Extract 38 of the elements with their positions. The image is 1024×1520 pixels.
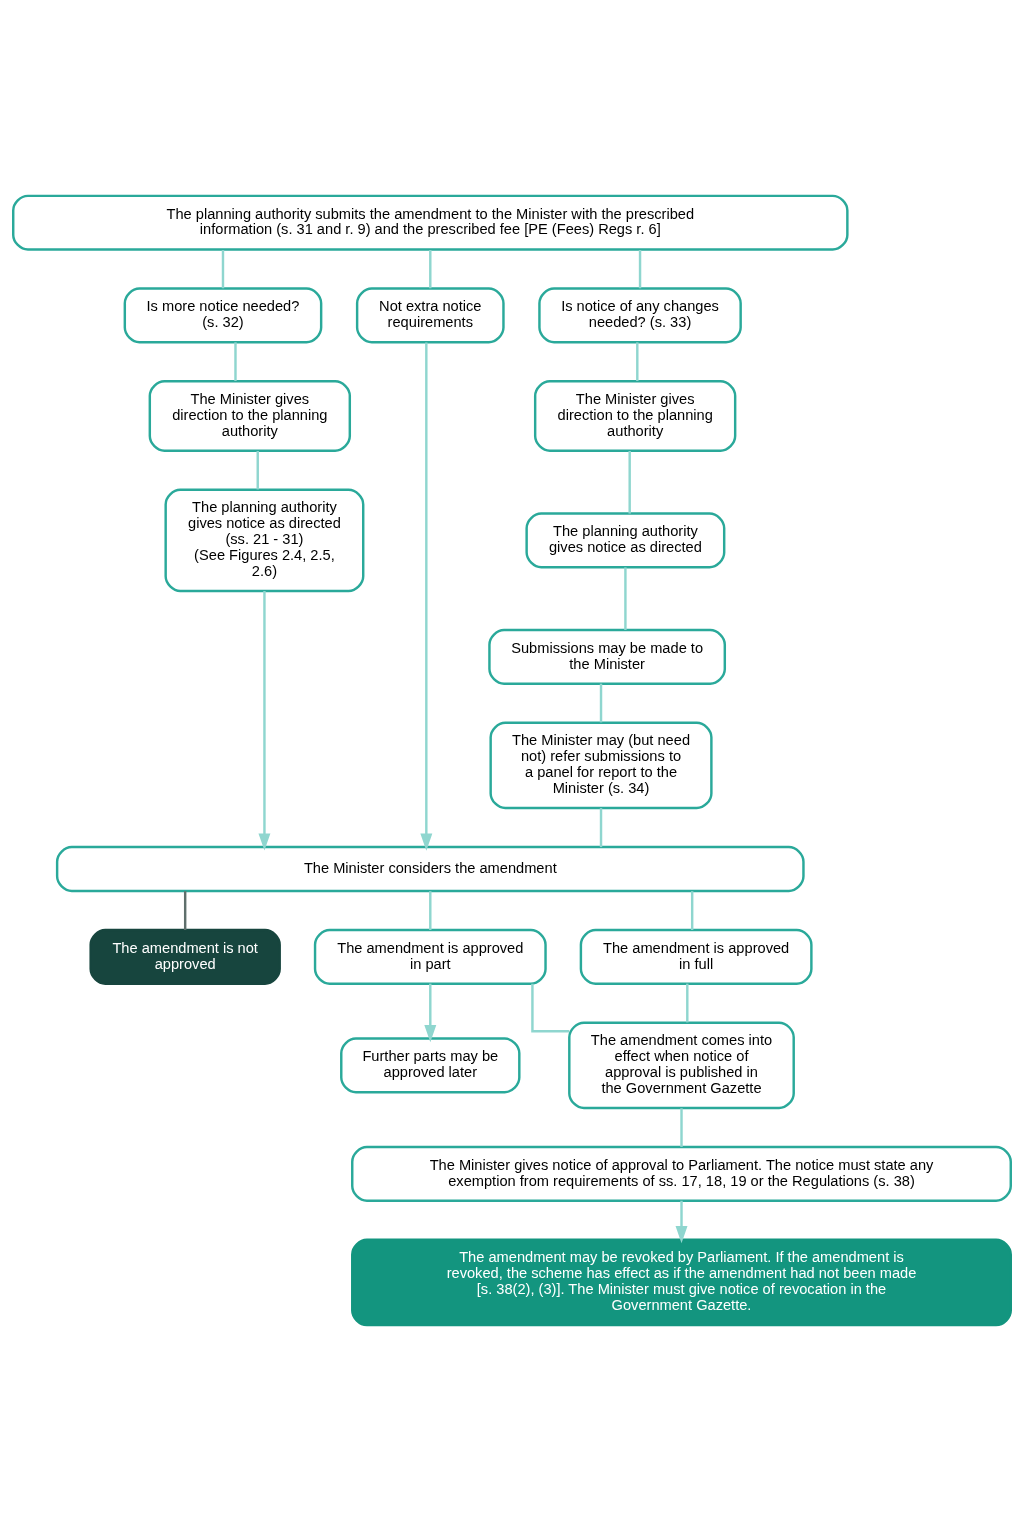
node-box: The amendment is not approved xyxy=(89,928,281,985)
node-box: The amendment is approved in full xyxy=(579,928,813,985)
connector xyxy=(599,683,603,722)
connector xyxy=(599,807,603,847)
node-box: The amendment may be revoked by Parliament. If the amendment is revoked, the scheme has effect as if the amendment had not been made [s. 38(2), (3)]. The Minister must give notice of revocation in the Government Gazette. xyxy=(351,1238,1012,1326)
connector xyxy=(256,450,259,489)
node-box: The Minister gives direction to the planning authority xyxy=(148,379,352,452)
connector xyxy=(680,1107,683,1147)
arrow xyxy=(675,1200,688,1243)
connector xyxy=(429,249,432,288)
node-box: The Minister gives notice of approval to Parliament. The notice must state any exemption from requirements of ss. 17, 18, 19 or the Regulations (s. 38) xyxy=(351,1145,1012,1202)
node-box: Submissions may be made to the Minister xyxy=(488,628,726,685)
connector xyxy=(429,890,432,930)
connector xyxy=(686,983,689,1022)
node-box: The amendment comes into effect when notice of approval is published in the Government Gazette xyxy=(568,1020,795,1109)
node-box: The Minister may (but need not) refer submissions to a panel for report to the Minister (s. 34) xyxy=(489,721,713,809)
node-box: The planning authority gives notice as directed xyxy=(525,511,726,568)
node-box: Further parts may be approved later xyxy=(340,1036,521,1093)
connector xyxy=(636,341,639,381)
connector xyxy=(628,450,631,514)
connector xyxy=(638,249,642,288)
node-box: The planning authority gives notice as directed (ss. 21 - 31) (See Figures 2.4, 2.5, 2.6) xyxy=(164,488,365,592)
connector xyxy=(531,983,570,1032)
arrow xyxy=(420,341,433,851)
node-box: Is notice of any changes needed? (s. 33) xyxy=(538,286,742,343)
node-box: The Minister gives direction to the planning authority xyxy=(533,379,737,452)
arrow xyxy=(424,983,437,1042)
connector xyxy=(690,890,694,930)
node-box: The planning authority submits the amendment to the Minister with the prescribed information (s. 31 and r. 9) and the prescribed fee [PE (Fees) Regs r. 6] xyxy=(12,194,849,251)
arrow xyxy=(258,590,271,851)
connector xyxy=(221,249,225,288)
node-box: Not extra notice requirements xyxy=(355,286,505,343)
connector xyxy=(624,566,627,630)
connector xyxy=(234,341,237,381)
node-box: Is more notice needed? (s. 32) xyxy=(123,286,323,343)
node-box: The amendment is approved in part xyxy=(313,928,547,985)
connector xyxy=(183,890,187,930)
node-box: The Minister considers the amendment xyxy=(55,845,805,892)
